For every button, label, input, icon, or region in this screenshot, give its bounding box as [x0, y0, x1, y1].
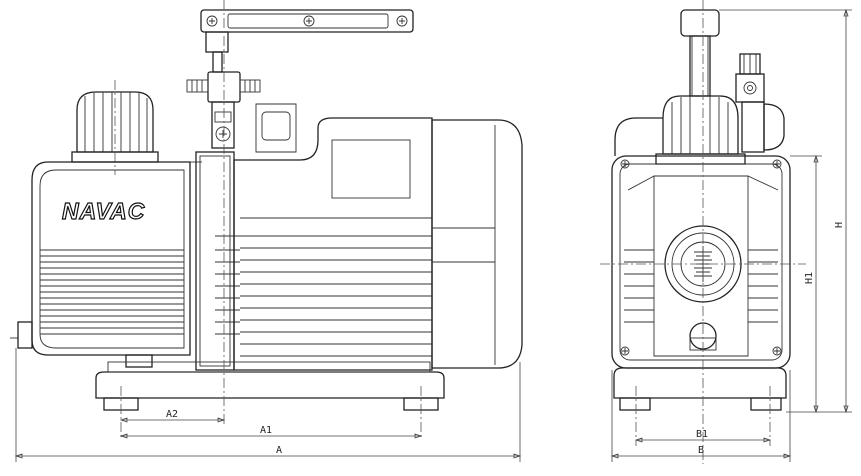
dimension-h1: H1	[786, 154, 852, 414]
svg-text:A2: A2	[166, 409, 178, 420]
valve-fittings	[186, 71, 261, 149]
oil-fill-cap	[71, 80, 159, 175]
dimension-a: A	[14, 348, 522, 462]
front-rear-outline	[614, 117, 663, 156]
svg-text:B: B	[698, 445, 704, 456]
dimension-a2: A2	[119, 409, 226, 423]
dimension-h: H	[719, 8, 852, 414]
front-base	[613, 367, 787, 411]
motor-body	[233, 103, 433, 371]
svg-text:H: H	[834, 222, 845, 228]
side-view: NAVAC	[10, 0, 523, 440]
brand-logo: NAVAC	[62, 198, 145, 224]
motor-end-cap	[431, 119, 523, 369]
front-body	[611, 155, 791, 369]
svg-text:A1: A1	[260, 425, 272, 436]
dimension-b: B	[610, 370, 792, 462]
carry-handle	[200, 9, 414, 73]
front-view	[600, 0, 806, 464]
dimension-a1: A1	[119, 425, 423, 439]
base-plate	[95, 361, 445, 411]
front-valve-fitting	[735, 53, 785, 153]
svg-text:H1: H1	[804, 272, 815, 284]
svg-text:A: A	[276, 445, 282, 456]
dimension-b1: B1	[634, 429, 772, 443]
front-housing: NAVAC	[10, 161, 202, 368]
front-handle-post	[680, 9, 720, 97]
front-knurled-cap	[655, 95, 746, 165]
svg-text:B1: B1	[696, 429, 708, 440]
